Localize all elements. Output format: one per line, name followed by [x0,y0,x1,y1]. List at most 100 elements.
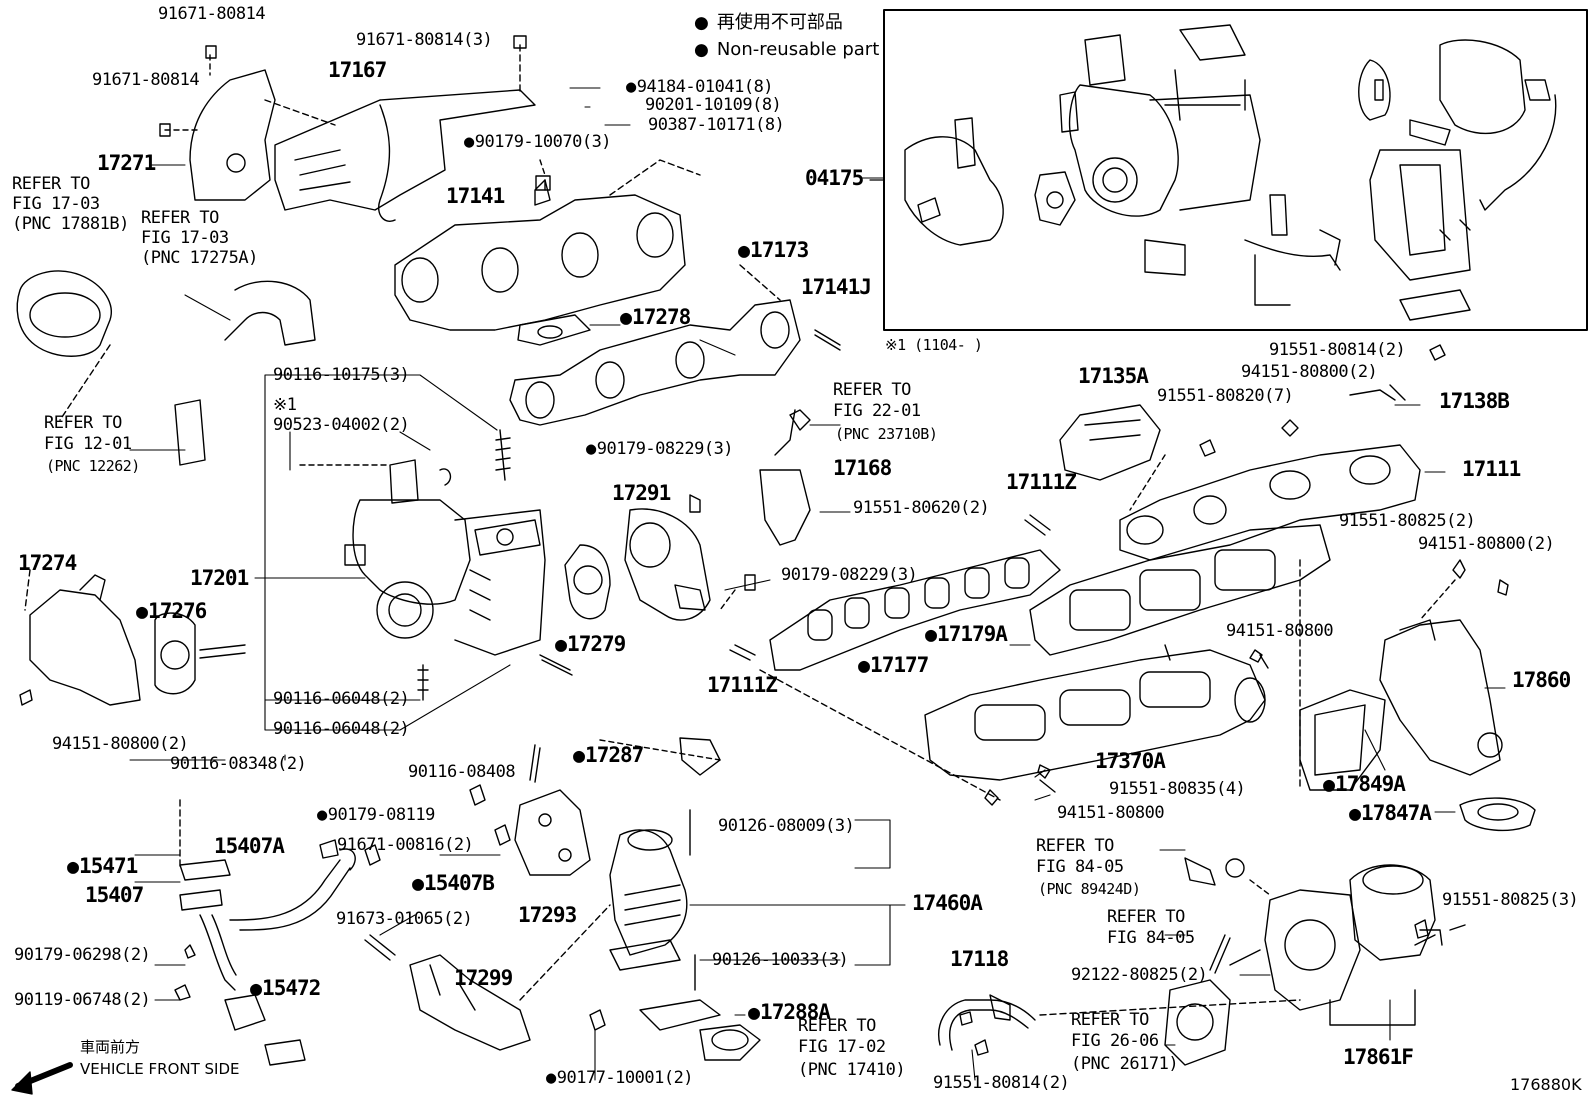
part-label: 90116-08408 [408,762,516,782]
part-label: 90179-08229(3) [781,565,918,585]
note-mark: ※1 [273,395,297,415]
egr-pipe [938,994,1301,1056]
vehicle-front-label: VEHICLE FRONT SIDE [80,1060,240,1078]
part-label: 17177 [858,655,929,676]
part-label: 91671-80814 [158,4,266,24]
part-label: 94151-80800 [1226,621,1334,641]
part-label: 15407 [85,883,144,907]
part-label: 17460A [912,891,983,915]
part-label: 17201 [190,566,249,590]
ref-text: REFER TO [833,380,911,400]
exhaust-manifold [394,159,686,331]
part-label: 90179-06298(2) [14,945,151,965]
heat-insulators [159,35,536,222]
ref-text: REFER TO [141,208,219,228]
inset-note: ※1 (1104- ) [885,336,983,354]
ref-text: (PNC 17881B) [12,214,129,234]
ref-text: REFER TO [1036,836,1114,856]
ref-text: FIG 17-02 [798,1037,886,1057]
ref-text: FIG 22-01 [833,401,921,421]
part-label: 92122-80825(2) [1071,965,1208,985]
inset-part-label: 04175 [805,166,864,190]
part-label: 17179A [925,624,1008,645]
part-label: 91551-80814(2) [1269,340,1406,360]
exhaust-pipe [519,809,761,1061]
intake-manifold [759,644,1269,801]
part-label: 17141J [801,275,872,299]
part-label: 17111Z [707,673,778,697]
part-label: 91671-80814(3) [356,30,493,50]
ref-text: FIG 84-05 [1107,928,1195,948]
part-label: 94151-80800(2) [52,734,189,754]
part-label: 17299 [454,966,513,990]
part-label: 17288A [748,1002,831,1023]
egr-cooler [1299,559,1536,832]
part-label: 90179-10070(3) [464,134,612,151]
part-label: 90119-06748(2) [14,990,151,1010]
legend-non-reusable-en: Non-reusable part [694,41,879,59]
ref-text: (PNC 17410) [798,1060,906,1080]
part-label: 94151-80800 [1057,803,1165,823]
part-label: 90116-08348(2) [170,754,307,774]
ref-text: (PNC 23710B) [835,425,938,443]
part-label: 90177-10001(2) [546,1070,694,1087]
part-label: 90116-10175(3) [273,365,410,385]
ref-text: REFER TO [12,174,90,194]
ref-text: FIG 12-01 [44,434,132,454]
turbocharger [299,429,546,656]
ref-text: REFER TO [798,1016,876,1036]
part-label: 17118 [950,947,1009,971]
part-label: 90387-10171(8) [648,115,785,135]
part-label: 17370A [1095,749,1166,773]
intake-hoses [16,270,316,706]
ref-text: REFER TO [44,413,122,433]
ref-text: (PNC 12262) [46,457,140,475]
part-label: 17849A [1323,774,1406,795]
turbo-outlet-parts [564,409,811,621]
studs-and-bolts [364,649,1429,1031]
part-label: 17274 [18,551,77,575]
part-label: 17138B [1439,389,1510,413]
legend-non-reusable-jp: 再使用不可部品 [694,14,843,32]
part-label: 17173 [738,240,809,261]
egr-valve [1164,857,1466,1066]
part-label: 15472 [250,978,321,999]
part-label: 91551-80825(3) [1442,890,1579,910]
part-label: 17271 [97,151,156,175]
intake-gaskets [729,514,1331,671]
part-label: 91551-80835(4) [1109,779,1246,799]
part-label: 94151-80800(2) [1241,362,1378,382]
part-label: 17847A [1349,803,1432,824]
part-label: 91551-80820(7) [1157,386,1294,406]
part-label: 90116-06048(2) [273,719,410,739]
part-label: 94151-80800(2) [1418,534,1555,554]
part-label: 17276 [136,601,207,622]
ref-text: (PNC 89424D) [1038,880,1141,898]
part-label: 90116-06048(2) [273,689,410,709]
part-label: 17293 [518,903,577,927]
part-label: 15407B [412,873,495,894]
inset-assembly-box [869,9,1588,331]
part-label: 15471 [67,856,138,877]
ref-text: (PNC 17275A) [141,248,258,268]
part-label: 91551-80814(2) [933,1073,1070,1093]
ref-text: REFER TO [1071,1010,1149,1030]
part-label: 91671-80814 [92,70,200,90]
part-label: 15407A [214,834,285,858]
part-label: 17287 [573,745,644,766]
ref-text: REFER TO [1107,907,1185,927]
part-label: 91671-00816(2) [337,835,474,855]
figure-code: 176880K [1510,1075,1582,1094]
part-label: 17279 [555,634,626,655]
part-label: 17111 [1462,457,1521,481]
part-label: 90523-04002(2) [273,415,410,435]
turbo-brackets [409,737,721,1051]
ref-text: (PNC 26171) [1071,1054,1179,1074]
oil-pipe [174,799,381,1066]
part-label: 90179-08229(3) [586,441,734,458]
part-label: 90126-08009(3) [718,816,855,836]
part-label: 17860 [1512,668,1571,692]
ref-text: FIG 26-06 [1071,1031,1159,1051]
part-label: 17168 [833,456,892,480]
